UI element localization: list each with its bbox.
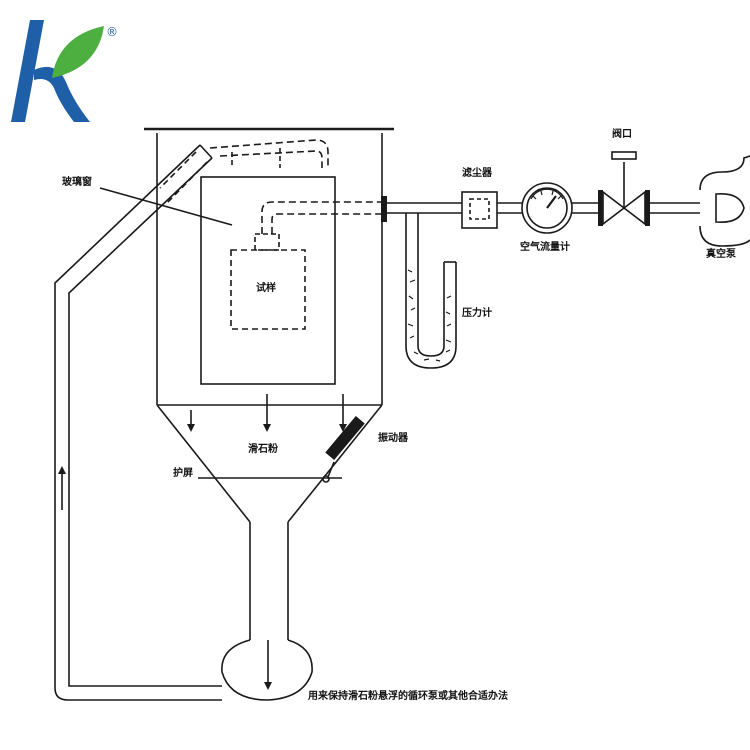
label-glass-window: 玻璃窗 — [62, 177, 92, 188]
label-shield: 护屏 — [173, 468, 193, 479]
label-dust-filter: 滤尘器 — [462, 168, 492, 179]
label-talc-powder: 滑石粉 — [248, 444, 278, 455]
vibrator — [322, 416, 365, 483]
label-sample: 试样 — [256, 283, 276, 294]
label-air-flow-meter: 空气流量计 — [520, 242, 570, 253]
top-distributor — [209, 139, 329, 168]
label-circulation-note: 用来保持滑石粉悬浮的循环泵或其他合适办法 — [308, 691, 508, 702]
registered-mark: ® — [106, 25, 118, 39]
label-vibrator: 振动器 — [378, 433, 408, 444]
valve — [598, 151, 650, 226]
glass-window — [200, 176, 336, 385]
sample-suction-duct — [261, 201, 382, 234]
flow-arrows-down — [187, 394, 347, 432]
label-vacuum-pump: 真空泵 — [706, 249, 736, 260]
chamber — [144, 127, 394, 523]
circulation-pipe — [54, 144, 222, 701]
sample-box — [230, 249, 306, 330]
circulation-pump — [221, 522, 313, 701]
logo-k-stem — [11, 20, 44, 122]
outlet-pipe — [381, 196, 700, 222]
vacuum-pump — [699, 155, 750, 247]
logo-leaf — [52, 26, 104, 78]
label-pressure-gauge: 压力计 — [462, 308, 492, 319]
distributor-drop — [231, 148, 281, 168]
air-flow-meter — [521, 182, 573, 234]
sample-connector — [254, 233, 280, 251]
dust-filter — [461, 191, 498, 229]
glass-window-leader — [99, 187, 233, 226]
label-valve: 阀口 — [612, 129, 632, 140]
brand-logo — [11, 20, 104, 122]
logo-k-leg — [34, 66, 90, 122]
pressure-gauge — [405, 213, 457, 369]
